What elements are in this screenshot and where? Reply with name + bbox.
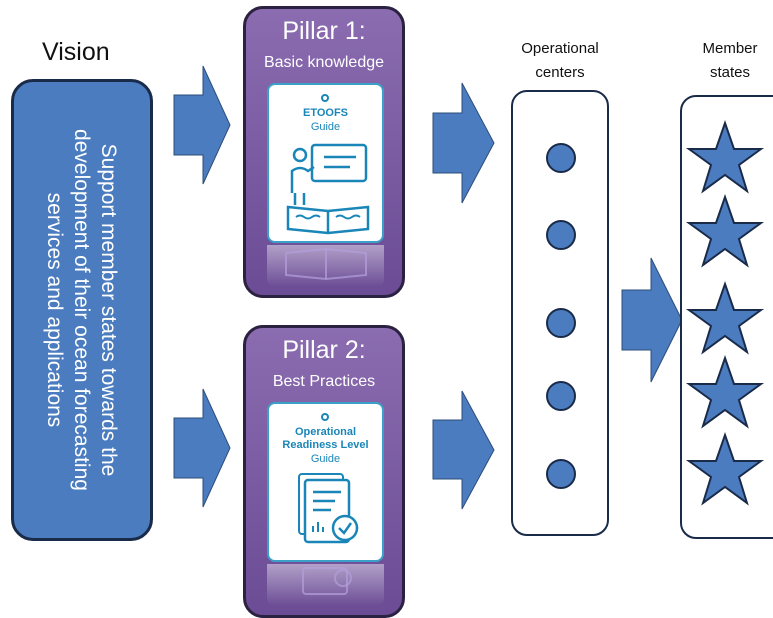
member-state-star-icon [685, 193, 765, 268]
centers-dots [546, 143, 576, 489]
center-dot [546, 220, 576, 250]
member-state-star-icon [685, 280, 765, 355]
member-state-star-icon [685, 354, 765, 429]
guide-dot-icon [321, 413, 329, 421]
reflection-icon [302, 567, 352, 595]
states-stars [685, 119, 765, 506]
member-states-title-line1: Member [702, 40, 758, 57]
reflection-icon [285, 247, 367, 281]
pillar-1-title: Pillar 1: [282, 17, 366, 45]
pillar-1-card: Pillar 1: Basic knowledge ETOOFS Guide [243, 6, 405, 298]
etoofs-guide-title: ETOOFS [302, 107, 349, 119]
teacher-board-icon [286, 143, 370, 235]
center-dot [546, 381, 576, 411]
operational-centers-title-line2: centers [535, 64, 585, 81]
orl-guide-title-line2: Readiness Level [282, 439, 369, 451]
pillar-1-subtitle: Basic knowledge [263, 54, 385, 71]
center-dot [546, 308, 576, 338]
member-states-title-line2: states [709, 64, 751, 81]
operational-centers-box [511, 90, 609, 536]
etoofs-guide-reflection [267, 245, 384, 287]
orl-guide-title-line1: Operational [294, 426, 357, 438]
arrow-centers-to-states [621, 257, 683, 383]
etoofs-guide-sub: Guide [310, 121, 341, 133]
operational-centers-title-line1: Operational [521, 40, 599, 57]
orl-guide-sub: Guide [310, 453, 341, 465]
vision-title: Vision [42, 38, 110, 66]
member-states-title: Member states [690, 37, 770, 85]
guide-dot-icon [321, 94, 329, 102]
etoofs-guide-card: ETOOFS Guide [267, 83, 384, 243]
center-dot [546, 143, 576, 173]
arrow-pillar1-to-centers [432, 82, 495, 204]
member-state-star-icon [685, 431, 765, 506]
vision-box [11, 79, 153, 541]
orl-guide-reflection [267, 564, 384, 606]
pillar-2-card: Pillar 2: Best Practices Operational Rea… [243, 325, 405, 618]
operational-centers-title: Operational centers [495, 37, 625, 85]
arrow-vision-to-pillar1 [173, 65, 231, 185]
member-state-star-icon [685, 119, 765, 194]
pillar-2-subtitle: Best Practices [272, 373, 376, 390]
pillar-2-title: Pillar 2: [282, 336, 366, 364]
document-check-icon [298, 473, 359, 544]
arrow-pillar2-to-centers [432, 390, 495, 510]
arrow-vision-to-pillar2 [173, 388, 231, 508]
member-states-box [680, 95, 773, 539]
center-dot [546, 459, 576, 489]
orl-guide-card: Operational Readiness Level Guide [267, 402, 384, 562]
